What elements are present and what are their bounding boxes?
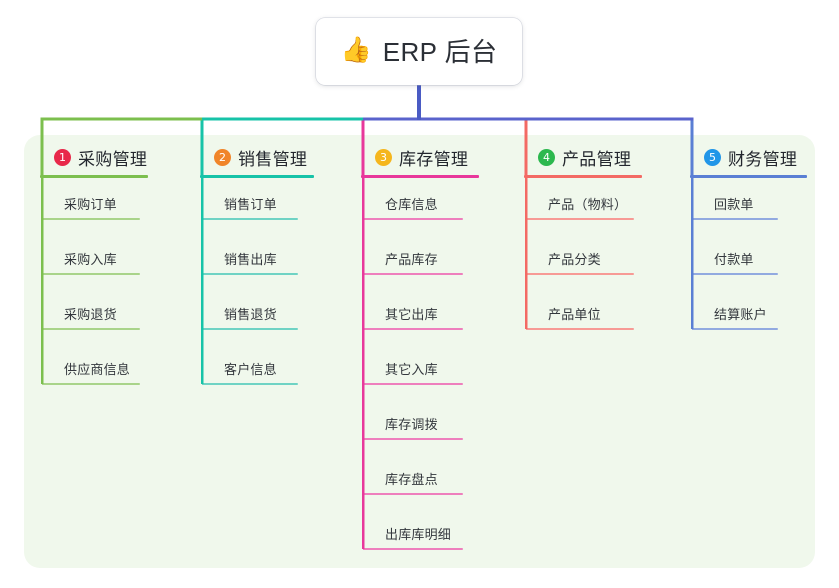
branch-column-2: 2 销售管理 [200, 145, 314, 178]
branch-column-4: 4 产品管理 [524, 145, 642, 178]
branch-underline-2 [200, 175, 314, 178]
leaf-label: 其它出库 [385, 307, 438, 322]
branch-underline-4 [524, 175, 642, 178]
branch-underline-1 [40, 175, 148, 178]
leaf-underline [56, 328, 140, 330]
leaf-underline [377, 328, 463, 330]
branch-underline-3 [361, 175, 479, 178]
branch-column-1: 1 采购管理 [40, 145, 148, 178]
leaf-underline [56, 218, 140, 220]
leaf-label: 产品（物料） [548, 197, 628, 212]
branches-panel [24, 135, 815, 568]
leaf-underline [377, 438, 463, 440]
branch-title-5: 财务管理 [728, 149, 798, 169]
leaf-underline [377, 218, 463, 220]
leaf-label: 结算账户 [714, 307, 767, 322]
leaf-underline [706, 273, 778, 275]
root-node[interactable]: 👍 ERP 后台 [316, 18, 522, 85]
leaf-underline [56, 273, 140, 275]
leaf-underline [540, 273, 634, 275]
leaf-underline [216, 218, 298, 220]
leaf-label: 其它入库 [385, 362, 438, 377]
branch-badge-4: 4 [538, 148, 555, 166]
leaf-label: 采购订单 [64, 197, 117, 212]
branch-header-1[interactable]: 1 采购管理 [40, 145, 148, 169]
leaf-label: 销售退货 [224, 307, 277, 322]
leaf-underline [540, 218, 634, 220]
leaf-underline [377, 548, 463, 550]
branch-underline-5 [690, 175, 807, 178]
leaf-label: 供应商信息 [64, 362, 131, 377]
leaf-underline [706, 218, 778, 220]
branch-header-2[interactable]: 2 销售管理 [200, 145, 314, 169]
leaf-label: 产品单位 [548, 307, 601, 322]
branch-title-4: 产品管理 [562, 149, 632, 169]
root-title: ERP 后台 [382, 37, 498, 67]
leaf-underline [377, 493, 463, 495]
leaf-label: 销售订单 [224, 197, 277, 212]
leaf-underline [216, 383, 298, 385]
leaf-underline [56, 383, 140, 385]
leaf-label: 付款单 [714, 252, 754, 267]
leaf-label: 回款单 [714, 197, 754, 212]
leaf-underline [216, 328, 298, 330]
leaf-label: 销售出库 [224, 252, 277, 267]
leaf-label: 客户信息 [224, 362, 277, 377]
branch-badge-5: 5 [704, 148, 721, 166]
leaf-underline [706, 328, 778, 330]
branch-title-2: 销售管理 [238, 149, 308, 169]
leaf-label: 产品分类 [548, 252, 601, 267]
root-node-content: 👍 ERP 后台 [341, 32, 498, 69]
leaf-underline [377, 273, 463, 275]
branch-header-3[interactable]: 3 库存管理 [361, 145, 479, 169]
branch-column-5: 5 财务管理 [690, 145, 807, 178]
branch-header-4[interactable]: 4 产品管理 [524, 145, 642, 169]
branch-column-3: 3 库存管理 [361, 145, 479, 178]
branch-header-5[interactable]: 5 财务管理 [690, 145, 807, 169]
leaf-label: 采购退货 [64, 307, 117, 322]
branch-badge-3: 3 [375, 148, 392, 166]
leaf-label: 出库库明细 [385, 527, 452, 542]
leaf-underline [377, 383, 463, 385]
leaf-label: 产品库存 [385, 252, 438, 267]
leaf-label: 库存盘点 [385, 472, 438, 487]
leaf-label: 库存调拨 [385, 417, 438, 432]
branch-badge-1: 1 [54, 148, 71, 166]
leaf-underline [540, 328, 634, 330]
thumbs-up-icon: 👍 [340, 36, 372, 64]
leaf-label: 采购入库 [64, 252, 117, 267]
branch-title-3: 库存管理 [399, 149, 469, 169]
branch-title-1: 采购管理 [78, 149, 148, 169]
leaf-label: 仓库信息 [385, 197, 438, 212]
branch-badge-2: 2 [214, 148, 231, 166]
leaf-underline [216, 273, 298, 275]
